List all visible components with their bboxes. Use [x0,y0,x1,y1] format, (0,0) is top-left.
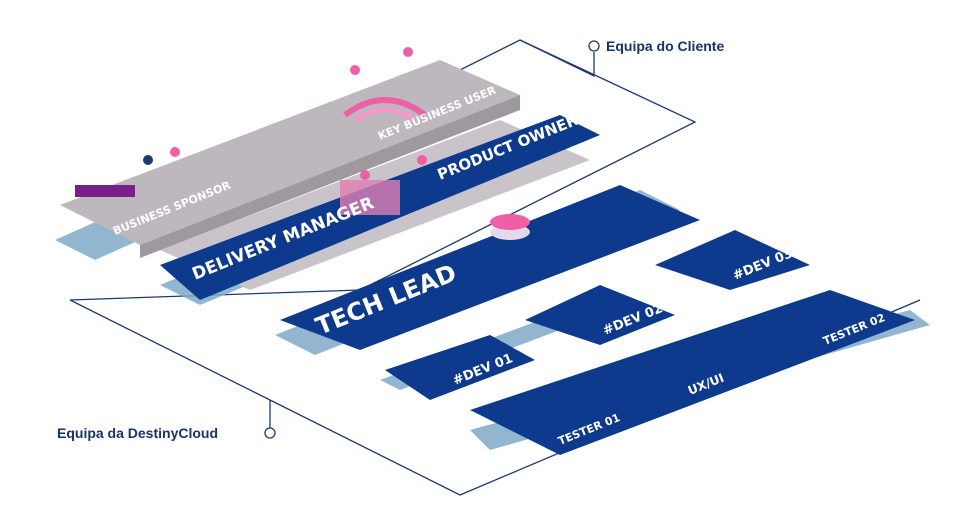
client-team-legend: Equipa do Cliente [606,38,725,54]
person-icon [143,155,153,165]
client-team-marker [588,40,600,52]
dev03-platform [655,230,810,290]
person-icon [403,47,413,57]
destiny-team-marker [264,427,276,439]
people-illustrations [75,47,530,240]
testers-platform [470,290,915,455]
laptop-icon [340,180,400,215]
wifi-icon [343,97,427,118]
destiny-team-legend: Equipa da DestinyCloud [57,425,219,441]
person-icon [417,155,427,165]
dev01-platform [385,335,535,400]
person-icon [170,147,180,157]
client-platform-edge [140,95,520,258]
person-icon [350,65,360,75]
dev02-platform [525,285,675,345]
person-icon [360,170,370,180]
tech-lead-platform [280,185,700,350]
